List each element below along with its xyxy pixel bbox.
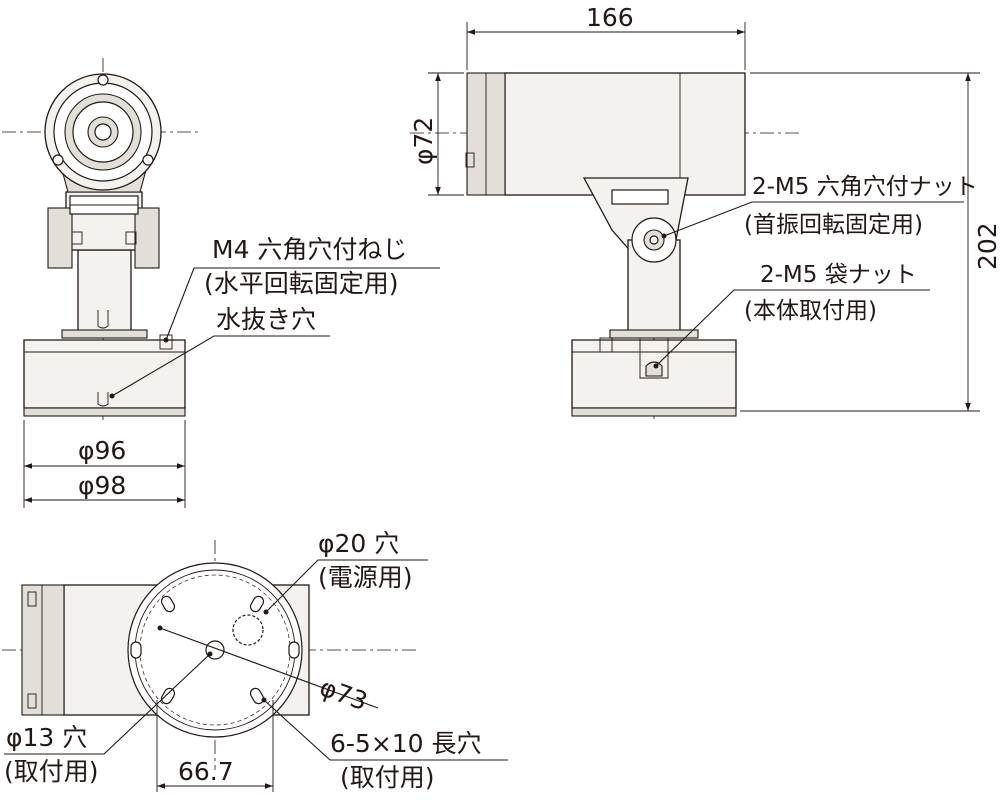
callout-drain-hole: 水抜き穴 [216,305,316,334]
callout-m5-hex-nut-line1: 2-M5 六角穴付ナット [752,174,978,200]
callout-power-hole-line1: φ20 穴 [318,529,399,558]
dim-base-outer-diameter: φ98 [78,471,126,500]
callout-m5-hex-nut-line2: (首振回転固定用) [744,212,923,238]
bottom-view [2,540,420,770]
callout-slot-holes-line1: 6-5×10 長穴 [330,729,482,758]
callout-m5-cap-nut-line1: 2-M5 袋ナット [760,262,917,288]
callout-slot-holes-line2: (取付用) [340,763,435,792]
callout-m5-cap-nut-line2: (本体取付用) [744,298,877,324]
dim-mount-circle: φ73 [316,672,371,716]
callout-mount-hole-line1: φ13 穴 [6,723,87,752]
callout-mount-hole-line2: (取付用) [4,757,99,786]
dim-head-diameter: φ72 [409,117,438,165]
callout-m4-screw-line1: M4 六角穴付ねじ [212,235,407,264]
dim-hole-pitch: 66.7 [178,757,234,786]
dim-base-inner-diameter: φ96 [78,436,126,465]
dim-length: 166 [586,3,634,32]
side-view [410,72,800,420]
callout-power-hole-line2: (電源用) [318,563,413,592]
callout-m4-screw-line2: (水平回転固定用) [204,269,399,298]
dim-height: 202 [973,222,1000,270]
front-view [2,58,200,420]
